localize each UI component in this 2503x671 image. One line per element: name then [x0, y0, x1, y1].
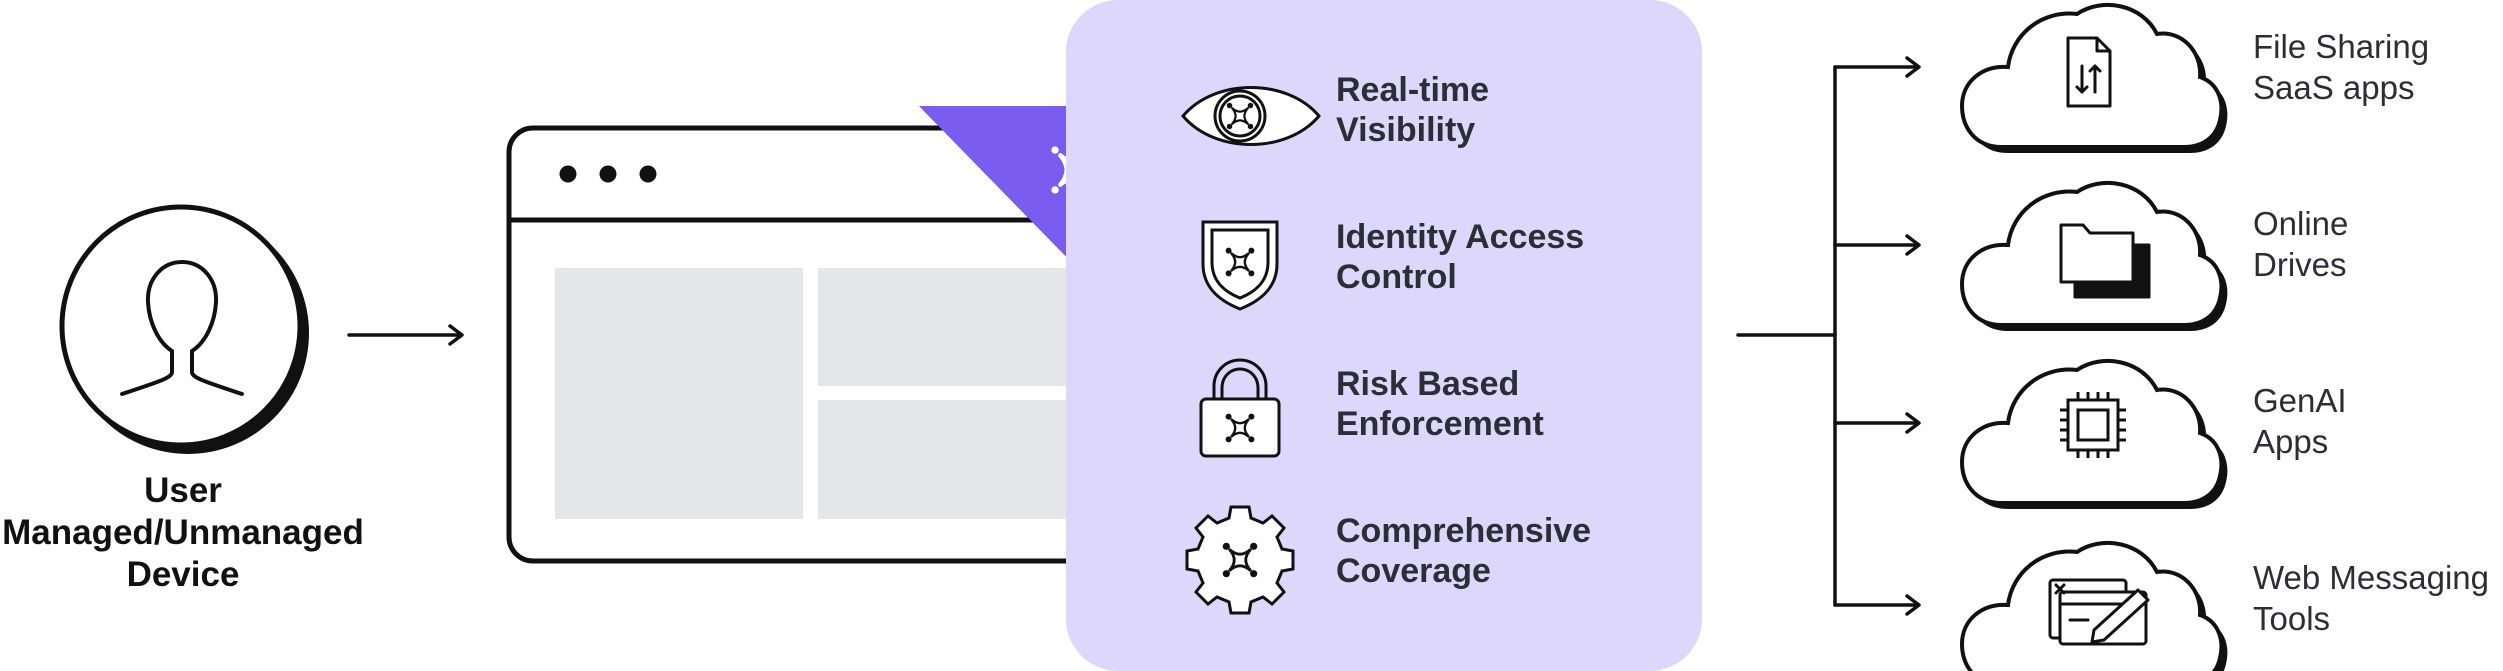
cloud-web-messaging — [1960, 540, 2228, 671]
file-transfer-icon — [2066, 36, 2112, 108]
browser-window — [506, 125, 1116, 564]
eye-icon — [1181, 86, 1321, 146]
destination-web-messaging: Web Messaging Tools — [2253, 557, 2489, 639]
content-placeholder — [818, 400, 1066, 519]
feature-label-line: Risk Based — [1336, 365, 1520, 403]
user-label-line: Device — [126, 555, 240, 594]
user-label-line: Managed/Unmanaged — [2, 513, 364, 552]
destination-label-line: GenAI — [2253, 382, 2347, 419]
content-placeholder — [818, 268, 1066, 386]
user-label: User Managed/Unmanaged Device — [0, 470, 366, 596]
feature-label-line: Visibility — [1336, 111, 1476, 149]
chat-window-icon — [2048, 578, 2150, 646]
feature-identity-access-control: Identity Access Control — [1336, 217, 1584, 297]
feature-label-line: Coverage — [1336, 552, 1491, 590]
lock-icon — [1199, 358, 1281, 458]
person-icon — [120, 260, 244, 396]
destination-label-line: SaaS apps — [2253, 69, 2415, 106]
capabilities-panel — [1066, 0, 1702, 671]
feature-real-time-visibility: Real-time Visibility — [1336, 70, 1489, 150]
cloud-file-sharing — [1960, 2, 2228, 153]
user-avatar — [59, 204, 309, 454]
feature-label-line: Comprehensive — [1336, 512, 1592, 550]
destination-label-line: Web Messaging — [2253, 559, 2490, 596]
destination-label-line: Drives — [2253, 246, 2347, 283]
user-label-line: User — [144, 471, 222, 510]
destination-label-line: Apps — [2253, 423, 2329, 460]
destination-online-drives: Online Drives — [2253, 203, 2348, 285]
destination-file-sharing: File Sharing SaaS apps — [2253, 26, 2429, 108]
destination-label-line: File Sharing — [2253, 28, 2430, 65]
destination-label-line: Online — [2253, 205, 2349, 242]
destination-genai-apps: GenAI Apps — [2253, 380, 2347, 462]
window-dot — [559, 165, 577, 183]
feature-label-line: Control — [1336, 258, 1457, 296]
window-dot — [599, 165, 617, 183]
feature-risk-based-enforcement: Risk Based Enforcement — [1336, 364, 1544, 444]
destination-label-line: Tools — [2253, 600, 2331, 637]
content-placeholder — [555, 268, 803, 519]
feature-label-line: Enforcement — [1336, 405, 1544, 443]
shield-icon — [1201, 220, 1279, 311]
chip-icon — [2060, 392, 2126, 458]
window-dot — [639, 165, 657, 183]
feature-label-line: Identity Access — [1336, 218, 1585, 256]
cloud-genai-apps — [1960, 358, 2228, 509]
arrow-user-to-browser — [347, 324, 464, 346]
cloud-online-drives — [1960, 180, 2228, 331]
gear-icon — [1185, 505, 1295, 615]
distribution-connector — [1736, 56, 1921, 616]
feature-label-line: Real-time — [1336, 71, 1490, 109]
feature-comprehensive-coverage: Comprehensive Coverage — [1336, 511, 1591, 591]
folder-icon — [2059, 223, 2151, 299]
